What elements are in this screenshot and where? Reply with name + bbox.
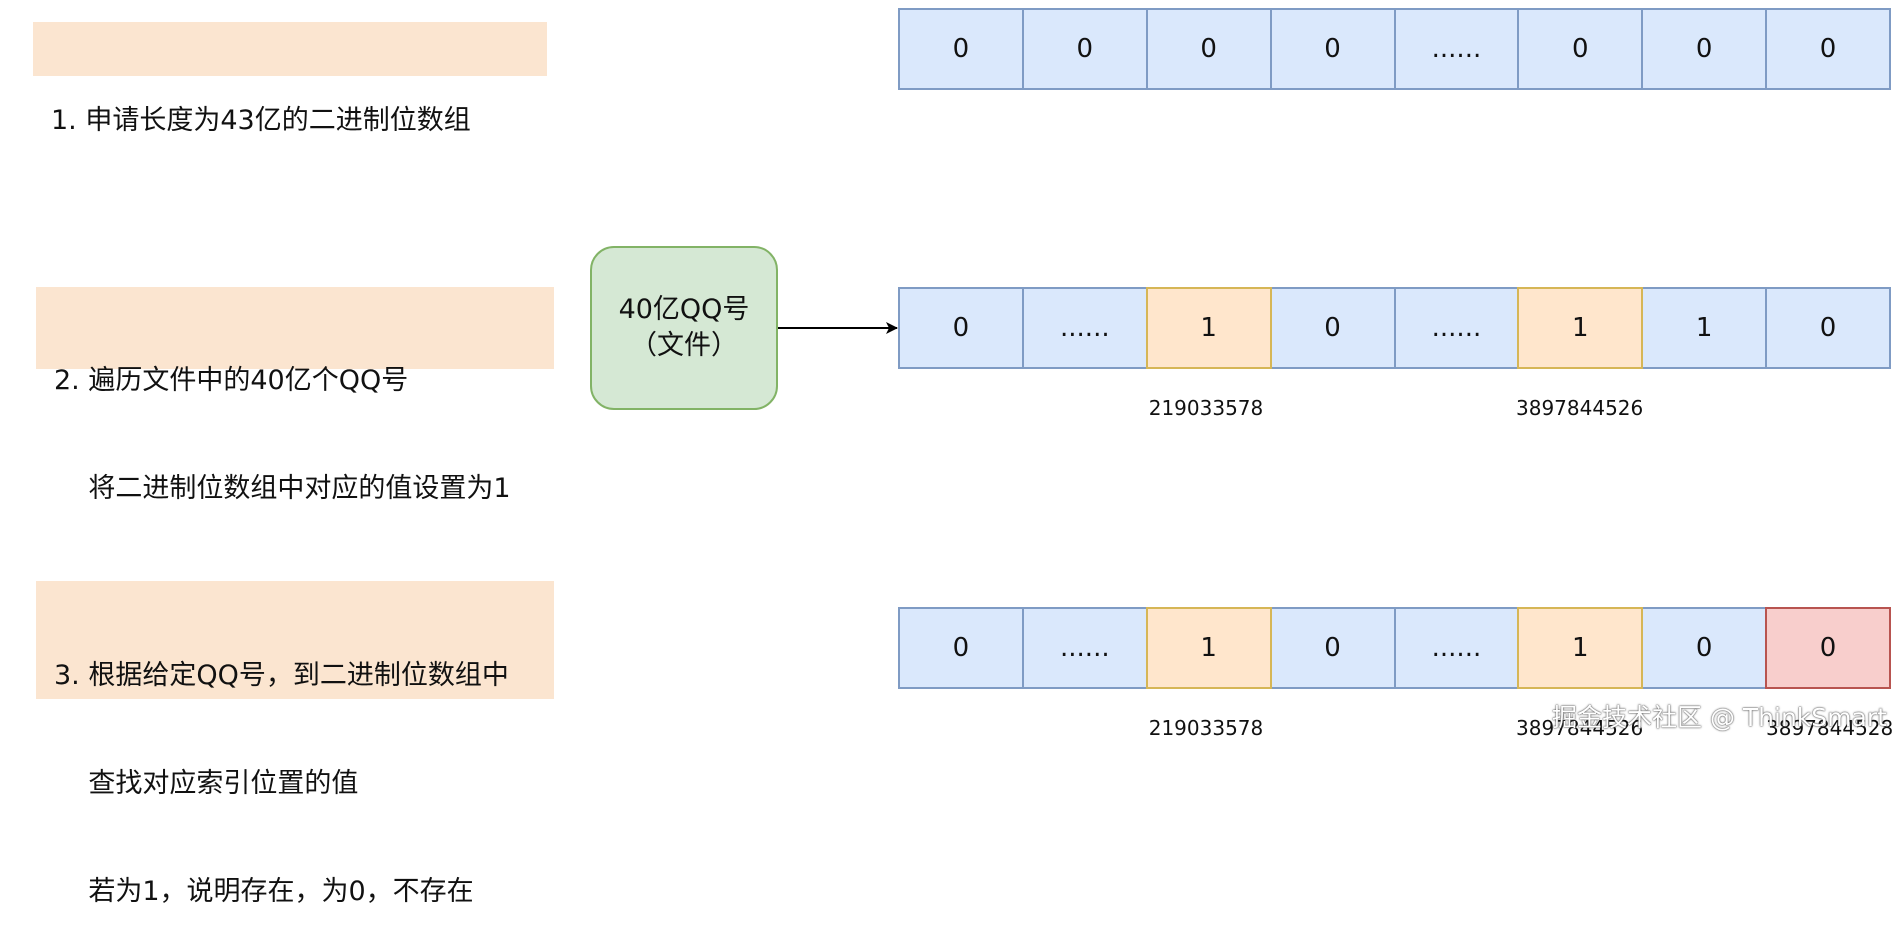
step-3-line-3: 若为1，说明存在，为0，不存在 xyxy=(54,876,474,907)
bit-array-lookup: 0 ...... 1 0 ...... 1 0 0 xyxy=(898,607,1891,689)
file-to-array-arrow xyxy=(778,322,898,334)
bit-cell: ...... xyxy=(1021,607,1148,689)
index-label-3897844526: 3897844526 xyxy=(1516,396,1644,420)
step-2-line-1: 2. 遍历文件中的40亿个QQ号 xyxy=(54,365,409,396)
bit-cell: 0 xyxy=(898,8,1024,90)
bit-cell: 1 xyxy=(1517,607,1644,689)
index-label-3897844528: 3897844528 xyxy=(1766,716,1894,740)
bit-cell: ...... xyxy=(1021,287,1148,369)
bit-cell: 0 xyxy=(1765,287,1891,369)
bit-cell: 1 xyxy=(1145,607,1272,689)
file-box-line-2: （文件） xyxy=(630,330,738,361)
bit-cell: 0 xyxy=(1765,8,1891,90)
index-label-219033578: 219033578 xyxy=(1148,716,1264,740)
step-2-label: 2. 遍历文件中的40亿个QQ号 将二进制位数组中对应的值设置为1 xyxy=(36,287,554,504)
bit-cell: ...... xyxy=(1393,287,1520,369)
bit-cell: 0 xyxy=(898,287,1024,369)
index-label-3897844526: 3897844526 xyxy=(1516,716,1644,740)
bit-cell: 0 xyxy=(1641,8,1768,90)
qq-file-box: 40亿QQ号 （文件） xyxy=(590,246,778,410)
step-1-label: 1. 申请长度为43亿的二进制位数组 xyxy=(33,22,547,136)
bit-cell: ...... xyxy=(1393,8,1520,90)
step-2-line-2: 将二进制位数组中对应的值设置为1 xyxy=(54,473,511,504)
watermark: 掘金技术社区 @ ThinkSmart xyxy=(1552,703,1887,732)
step-3-line-2: 查找对应索引位置的值 xyxy=(54,768,359,799)
bit-cell: 0 xyxy=(1145,8,1272,90)
bit-cell: ...... xyxy=(1393,607,1520,689)
bit-cell: 0 xyxy=(898,607,1024,689)
bit-cell: 1 xyxy=(1145,287,1272,369)
file-box-line-1: 40亿QQ号 xyxy=(618,294,750,325)
bit-cell: 0 xyxy=(1765,607,1891,689)
bit-cell: 1 xyxy=(1517,287,1644,369)
step-1-line-1: 1. 申请长度为43亿的二进制位数组 xyxy=(51,105,471,136)
bit-cell: 0 xyxy=(1269,8,1396,90)
bit-cell: 0 xyxy=(1517,8,1644,90)
bit-cell: 0 xyxy=(1269,607,1396,689)
bit-array-populated: 0 ...... 1 0 ...... 1 1 0 xyxy=(898,287,1891,369)
bit-cell: 0 xyxy=(1641,607,1768,689)
index-label-219033578: 219033578 xyxy=(1148,396,1264,420)
step-3-line-1: 3. 根据给定QQ号，到二进制位数组中 xyxy=(54,660,509,691)
bit-array-initial: 0 0 0 0 ...... 0 0 0 xyxy=(898,8,1891,90)
bit-cell: 0 xyxy=(1269,287,1396,369)
bit-cell: 1 xyxy=(1641,287,1768,369)
bit-cell: 0 xyxy=(1021,8,1148,90)
